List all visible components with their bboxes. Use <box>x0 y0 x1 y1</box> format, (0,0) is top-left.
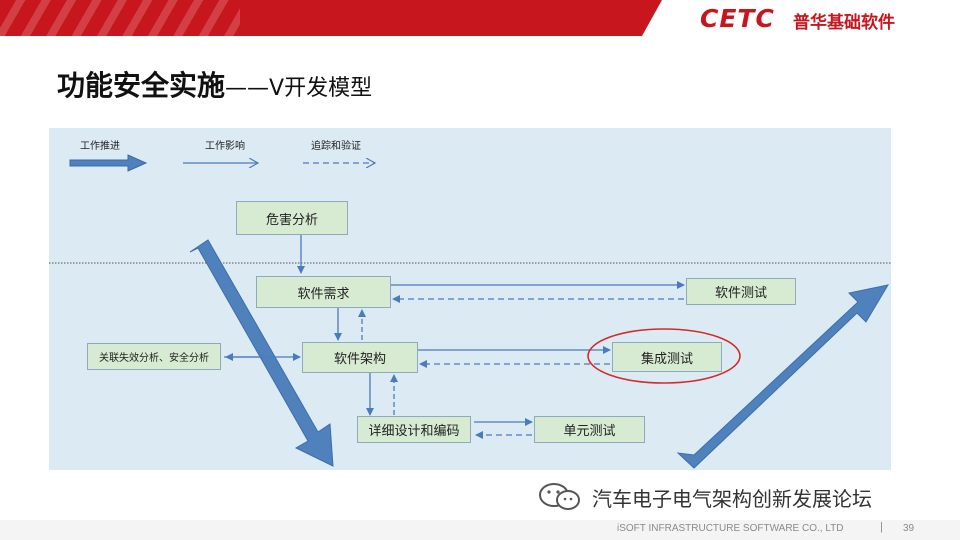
legend-trace-label: 追踪和验证 <box>311 141 361 152</box>
wechat-icon <box>539 483 580 510</box>
box-detailed-design-coding: 详细设计和编码 <box>357 416 471 443</box>
company-name: 普华基础软件 <box>793 13 895 33</box>
box-hazard-analysis: 危害分析 <box>236 201 348 235</box>
legend-push-label: 工作推进 <box>80 141 120 152</box>
title-main: 功能安全实施 <box>57 69 226 102</box>
highlight-ring <box>587 328 741 384</box>
page-number: 39 <box>903 523 915 534</box>
box-software-test: 软件测试 <box>686 278 796 305</box>
wechat-watermark: 汽车电子电气架构创新发展论坛 <box>536 482 872 512</box>
box-software-requirements: 软件需求 <box>256 276 391 308</box>
box-unit-test: 单元测试 <box>534 416 645 443</box>
cetc-logo: CETC <box>700 4 775 33</box>
big-up-arrow <box>676 284 890 469</box>
footer-company: iSOFT INFRASTRUCTURE SOFTWARE CO., LTD <box>617 523 844 534</box>
box-fault-analysis: 关联失效分析、安全分析 <box>87 343 221 370</box>
footer-separator: | <box>880 521 883 533</box>
watermark-text: 汽车电子电气架构创新发展论坛 <box>592 486 872 511</box>
box-integration-test: 集成测试 <box>612 342 722 372</box>
slide-title: 功能安全实施——V开发模型 <box>57 64 372 104</box>
logo-area <box>642 0 960 36</box>
banner-stripes <box>0 0 240 36</box>
footer-bar <box>0 520 960 540</box>
box-software-architecture: 软件架构 <box>302 342 418 373</box>
legend-impact-label: 工作影响 <box>205 141 245 152</box>
big-down-arrow <box>189 239 334 467</box>
title-sub: ——V开发模型 <box>225 76 373 101</box>
legend-push-arrow <box>69 154 148 172</box>
